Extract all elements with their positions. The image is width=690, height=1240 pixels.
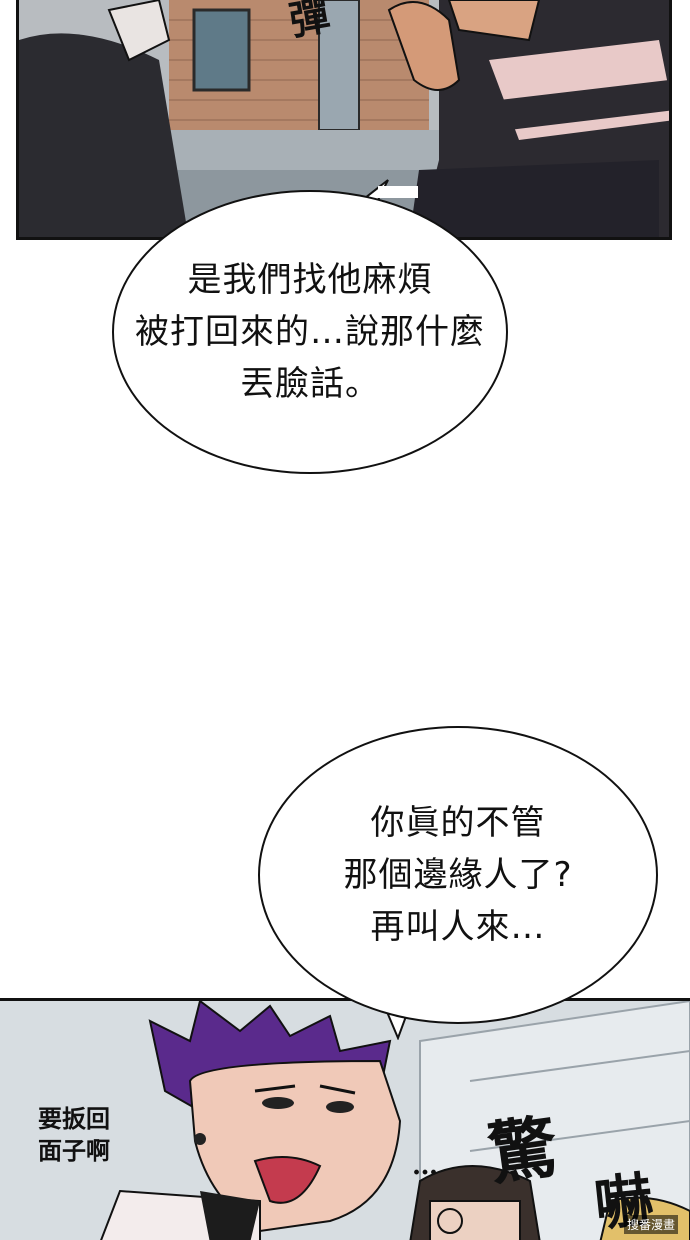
bottom-panel-art (0, 1001, 690, 1240)
bubble-2-line-2: 那個邊緣人了? (343, 855, 573, 895)
bubble-1-line-1: 是我們找他麻煩 (187, 260, 433, 300)
bubble-2-line-1: 你眞的不管 (370, 803, 546, 843)
bubble-1-tail-cover (378, 186, 418, 198)
bubble-1-line-2: 被打回來的…說那什麼 (135, 312, 485, 352)
sfx-ellipsis: … (412, 1151, 438, 1181)
sfx-side-line-2: 面子啊 (38, 1136, 110, 1165)
bubble-2-line-3: 再叫人來… (370, 907, 546, 947)
sfx-shock: 驚 (483, 1106, 563, 1196)
top-panel: 彈 (16, 0, 672, 240)
bottom-panel: 要扳回 面子啊 驚 嚇 … 搜番漫畫 (0, 998, 690, 1240)
top-panel-art (19, 0, 669, 237)
sfx-side-line-1: 要扳回 (38, 1104, 110, 1133)
watermark: 搜番漫畫 (624, 1215, 679, 1234)
speech-bubble-1: 是我們找他麻煩 被打回來的…說那什麼 丟臉話。 (112, 190, 508, 474)
speech-bubble-2: 你眞的不管 那個邊緣人了? 再叫人來… (258, 726, 658, 1024)
bubble-1-line-3: 丟臉話。 (240, 364, 380, 404)
